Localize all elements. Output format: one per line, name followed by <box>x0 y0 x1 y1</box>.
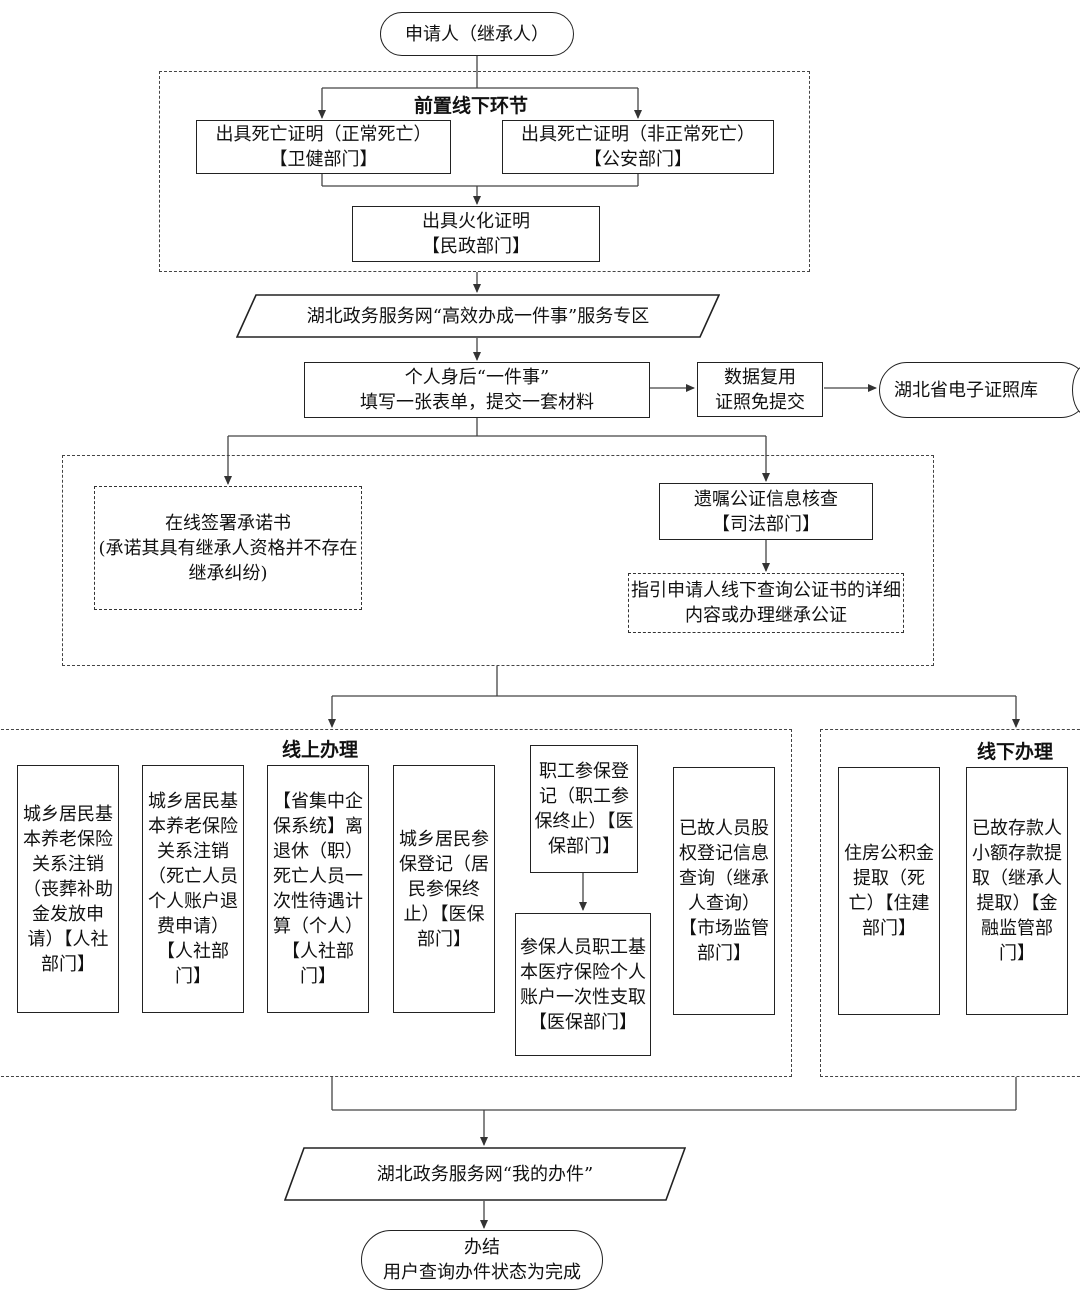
online-item-label: 城乡居民参保登记（居民参保终止）【医保部门】 <box>399 828 489 950</box>
e-license-library-label: 湖北省电子证照库 <box>894 379 1038 401</box>
my-cases-label: 湖北政务服务网“我的办件” <box>376 1163 594 1185</box>
pre-offline-title: 前置线下环节 <box>414 95 529 117</box>
completed-node: 办结 用户查询办件状态为完成 <box>361 1230 603 1290</box>
offline-item-2: 已故存款人小额存款提取（继承人提取）【金融监管部门】 <box>966 767 1068 1015</box>
online-item-3: 【省集中企保系统】离退休（职）死亡人员一次性待遇计算（个人）【人社部门】 <box>267 765 369 1013</box>
cremation-cert-label: 出具火化证明 【民政部门】 <box>422 211 530 257</box>
online-item-4: 城乡居民参保登记（居民参保终止）【医保部门】 <box>393 765 495 1013</box>
death-cert-normal-node: 出具死亡证明（正常死亡） 【卫健部门】 <box>196 120 451 174</box>
online-item-5: 职工参保登记（职工参保终止）【医保部门】 <box>530 745 638 873</box>
offline-item-label: 已故存款人小额存款提取（继承人提取）【金融监管部门】 <box>972 818 1062 964</box>
offline-region <box>820 729 1080 1077</box>
parallelogram-shape <box>236 294 720 338</box>
online-item-label: 【省集中企保系统】离退休（职）死亡人员一次性待遇计算（个人）【人社部门】 <box>273 791 363 987</box>
will-notary-check-label: 遗嘱公证信息核查 【司法部门】 <box>694 488 838 535</box>
completed-label: 办结 用户查询办件状态为完成 <box>383 1237 581 1283</box>
service-zone-node: 湖北政务服务网“高效办成一件事”服务专区 <box>236 294 720 338</box>
offline-item-label: 住房公积金提取（死亡）【住建部门】 <box>844 843 934 939</box>
applicant-node: 申请人（继承人） <box>380 12 574 56</box>
parallelogram-shape <box>284 1147 686 1201</box>
e-license-library-node: 湖北省电子证照库 <box>879 362 1080 418</box>
online-item-2: 城乡居民基本养老保险关系注销（死亡人员个人账户退费申请）【人社部门】 <box>142 765 244 1013</box>
online-pledge-node: 在线签署承诺书 (承诺其具有继承人资格并不存在继承纠纷) <box>94 486 362 610</box>
data-reuse-label: 数据复用 证照免提交 <box>715 366 805 413</box>
applicant-label: 申请人（继承人） <box>405 23 549 45</box>
online-pledge-label: 在线签署承诺书 (承诺其具有继承人资格并不存在继承纠纷) <box>98 512 358 584</box>
form-submit-label: 个人身后“一件事” 填写一张表单，提交一套材料 <box>360 367 594 413</box>
offline-title: 线下办理 <box>977 741 1054 763</box>
death-cert-normal-label: 出具死亡证明（正常死亡） 【卫健部门】 <box>215 124 432 170</box>
online-item-1: 城乡居民基本养老保险关系注销（丧葬补助金发放申请）【人社部门】 <box>17 765 119 1013</box>
cremation-cert-node: 出具火化证明 【民政部门】 <box>352 206 600 262</box>
notary-guide-node: 指引申请人线下查询公证书的详细内容或办理继承公证 <box>628 573 904 633</box>
death-cert-abnormal-node: 出具死亡证明（非正常死亡） 【公安部门】 <box>502 120 774 174</box>
pre-offline-region <box>159 71 810 272</box>
notary-guide-label: 指引申请人线下查询公证书的详细内容或办理继承公证 <box>631 580 901 626</box>
online-region <box>0 729 792 1077</box>
death-cert-abnormal-label: 出具死亡证明（非正常死亡） 【公安部门】 <box>521 124 755 170</box>
service-zone-label: 湖北政务服务网“高效办成一件事”服务专区 <box>306 305 650 327</box>
online-item-7: 已故人员股权登记信息查询（继承人查询）【市场监管部门】 <box>673 767 775 1015</box>
form-submit-node: 个人身后“一件事” 填写一张表单，提交一套材料 <box>304 362 650 418</box>
verify-region <box>62 455 934 666</box>
online-item-6: 参保人员职工基本医疗保险个人账户一次性支取【医保部门】 <box>515 913 651 1056</box>
my-cases-node: 湖北政务服务网“我的办件” <box>284 1147 686 1201</box>
online-item-label: 城乡居民基本养老保险关系注销（丧葬补助金发放申请）【人社部门】 <box>23 803 113 975</box>
data-reuse-node: 数据复用 证照免提交 <box>697 362 823 417</box>
online-title: 线上办理 <box>282 739 359 761</box>
online-item-label: 已故人员股权登记信息查询（继承人查询）【市场监管部门】 <box>679 818 769 964</box>
offline-item-1: 住房公积金提取（死亡）【住建部门】 <box>838 767 940 1015</box>
online-item-label: 职工参保登记（职工参保终止）【医保部门】 <box>534 761 634 857</box>
online-item-label: 城乡居民基本养老保险关系注销（死亡人员个人账户退费申请）【人社部门】 <box>148 791 238 987</box>
online-item-label: 参保人员职工基本医疗保险个人账户一次性支取【医保部门】 <box>520 936 646 1033</box>
will-notary-check-node: 遗嘱公证信息核查 【司法部门】 <box>659 483 873 540</box>
